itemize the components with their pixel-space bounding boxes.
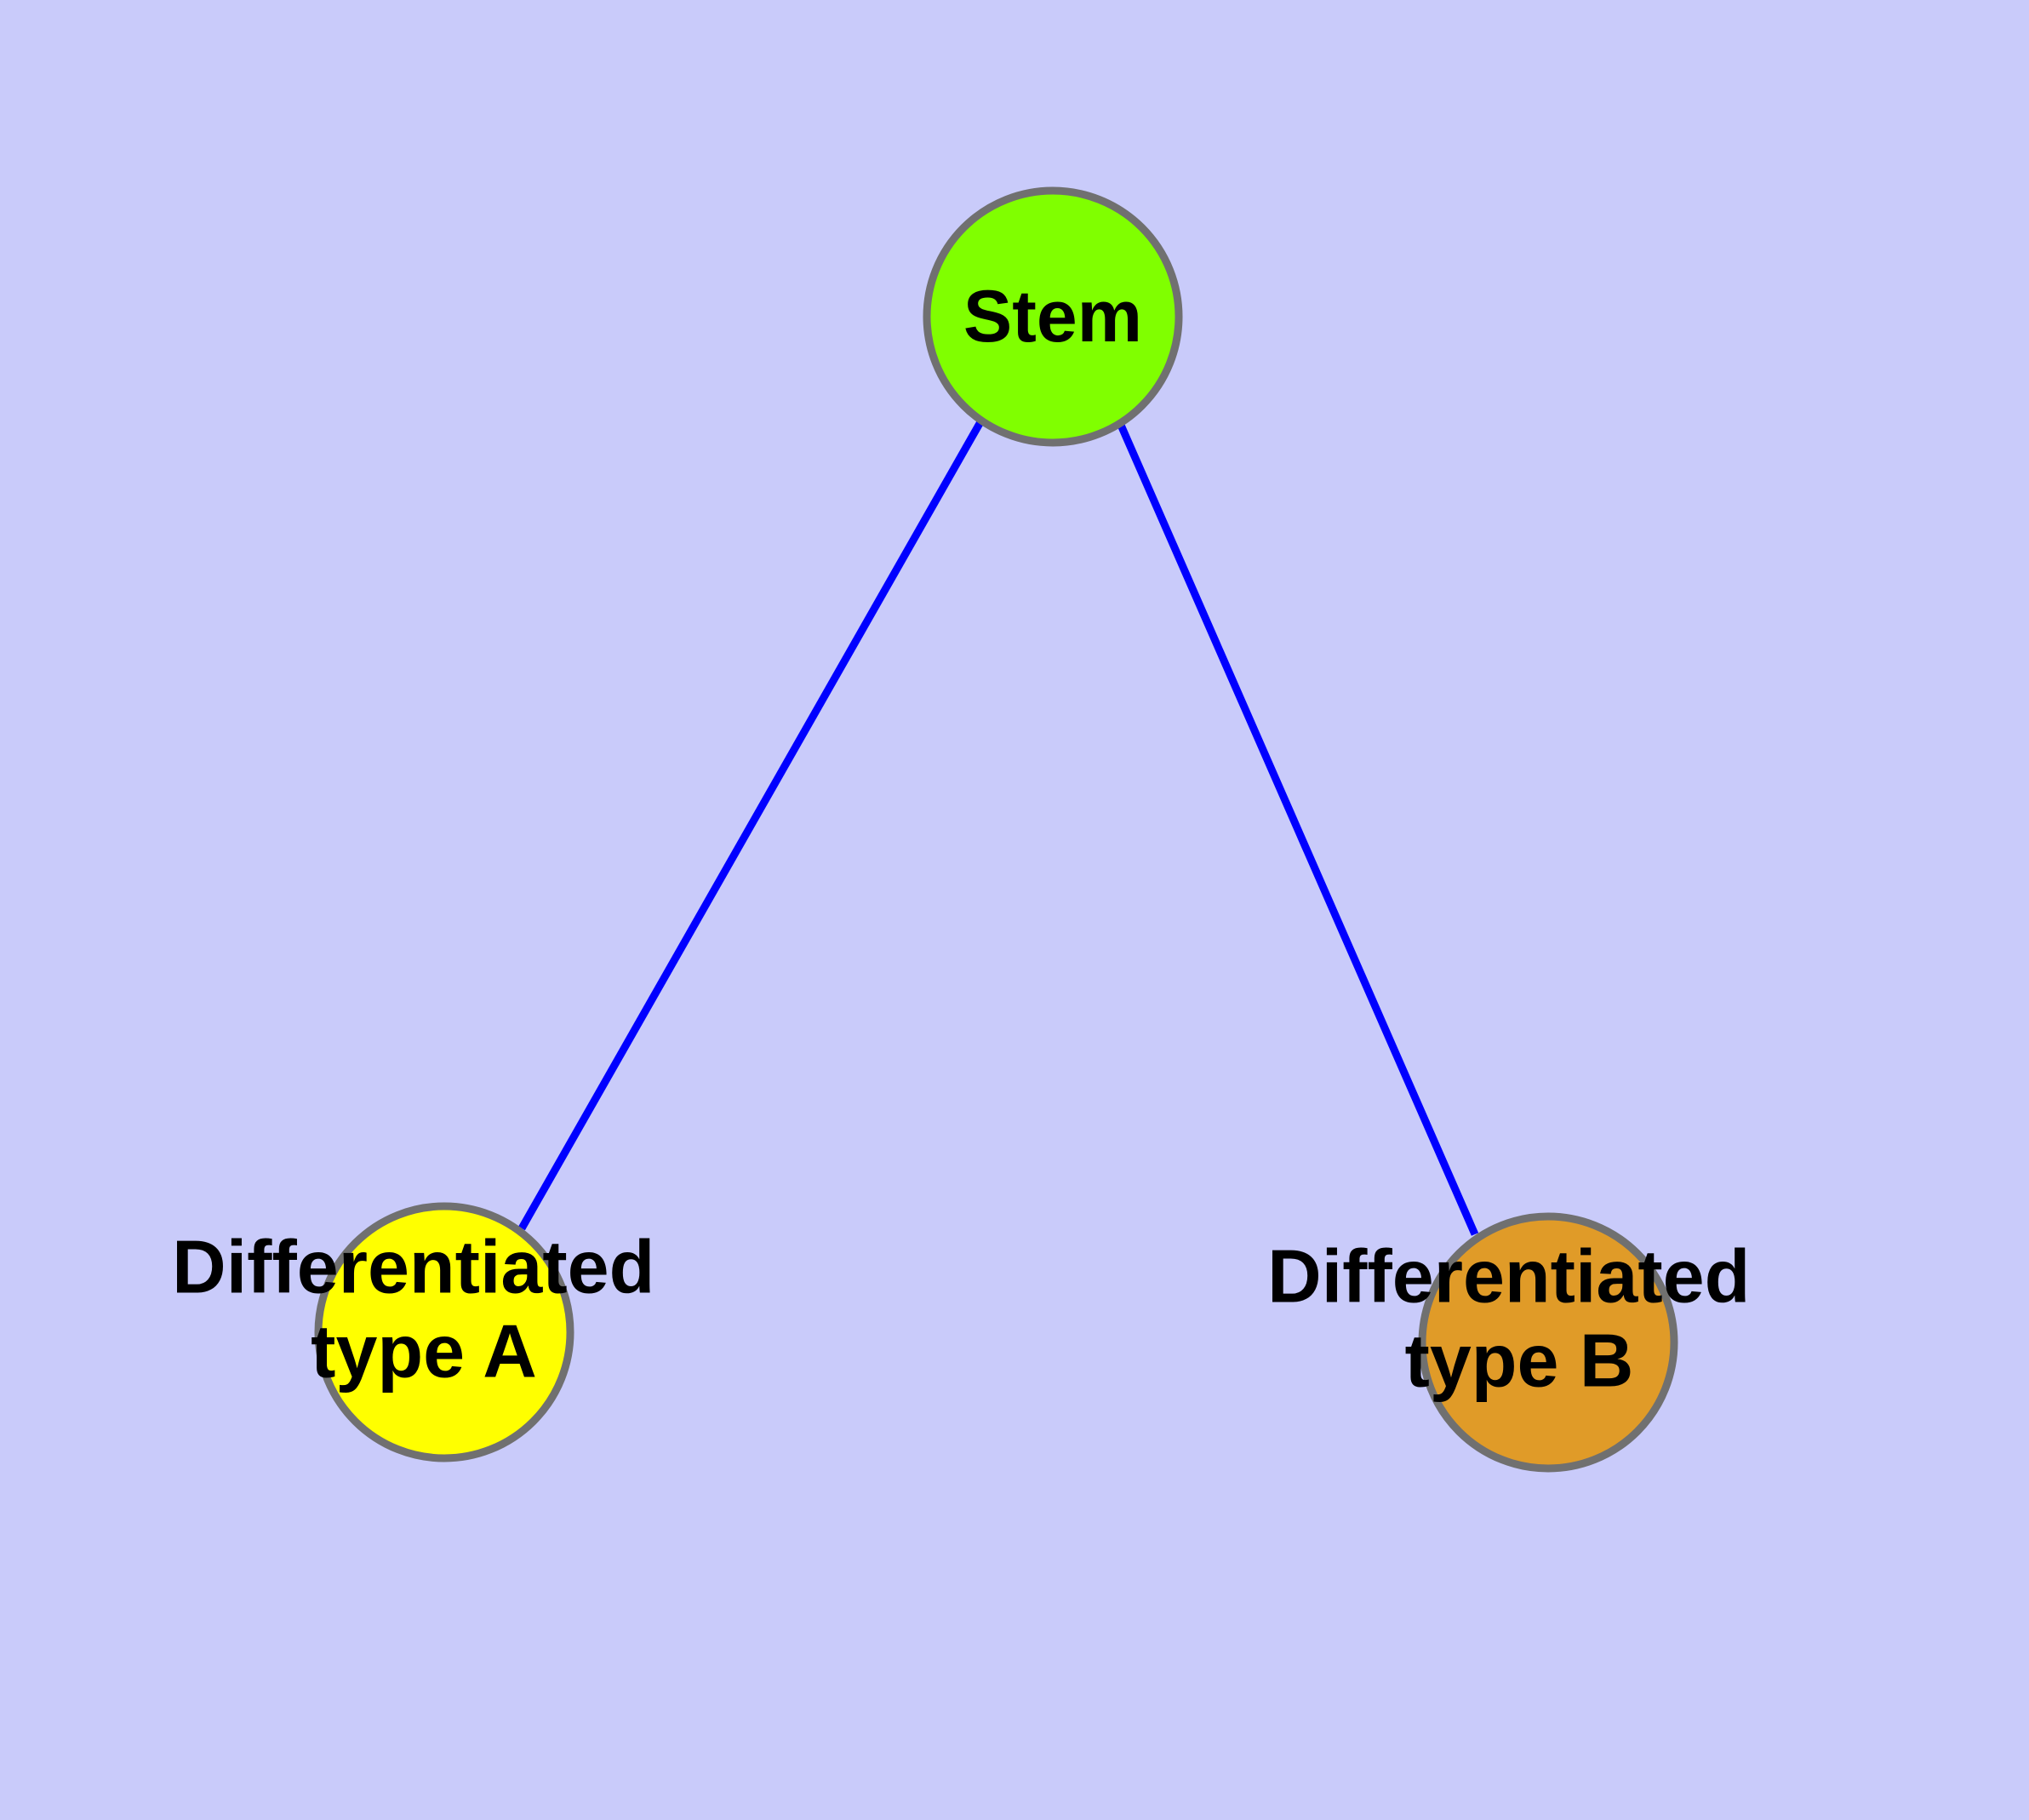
node-label-differentiated-type-a-line1: Differentiated	[172, 1225, 654, 1309]
node-label-stem: Stem	[963, 276, 1142, 358]
edge-stem-to-diff-b[interactable]	[1116, 421, 1479, 1236]
node-differentiated-type-a[interactable]	[314, 1202, 574, 1462]
node-label-differentiated-type-a: Differentiated type A	[172, 1225, 676, 1394]
node-label-differentiated-type-b-line2: type B	[1405, 1319, 1634, 1403]
node-differentiated-type-b[interactable]	[1418, 1212, 1678, 1473]
labels-group: Stem Differentiated type A Differentiate…	[172, 276, 1771, 1403]
node-label-stem-line1: Stem	[963, 276, 1142, 358]
nodes-group	[314, 186, 1678, 1473]
node-label-differentiated-type-b: Differentiated type B	[1267, 1234, 1771, 1403]
node-label-differentiated-type-a-line2: type A	[311, 1309, 537, 1394]
node-stem[interactable]	[923, 186, 1183, 447]
node-label-differentiated-type-b-line1: Differentiated	[1267, 1234, 1750, 1319]
edges-group	[518, 418, 1479, 1236]
edge-stem-to-diff-a[interactable]	[518, 418, 985, 1231]
